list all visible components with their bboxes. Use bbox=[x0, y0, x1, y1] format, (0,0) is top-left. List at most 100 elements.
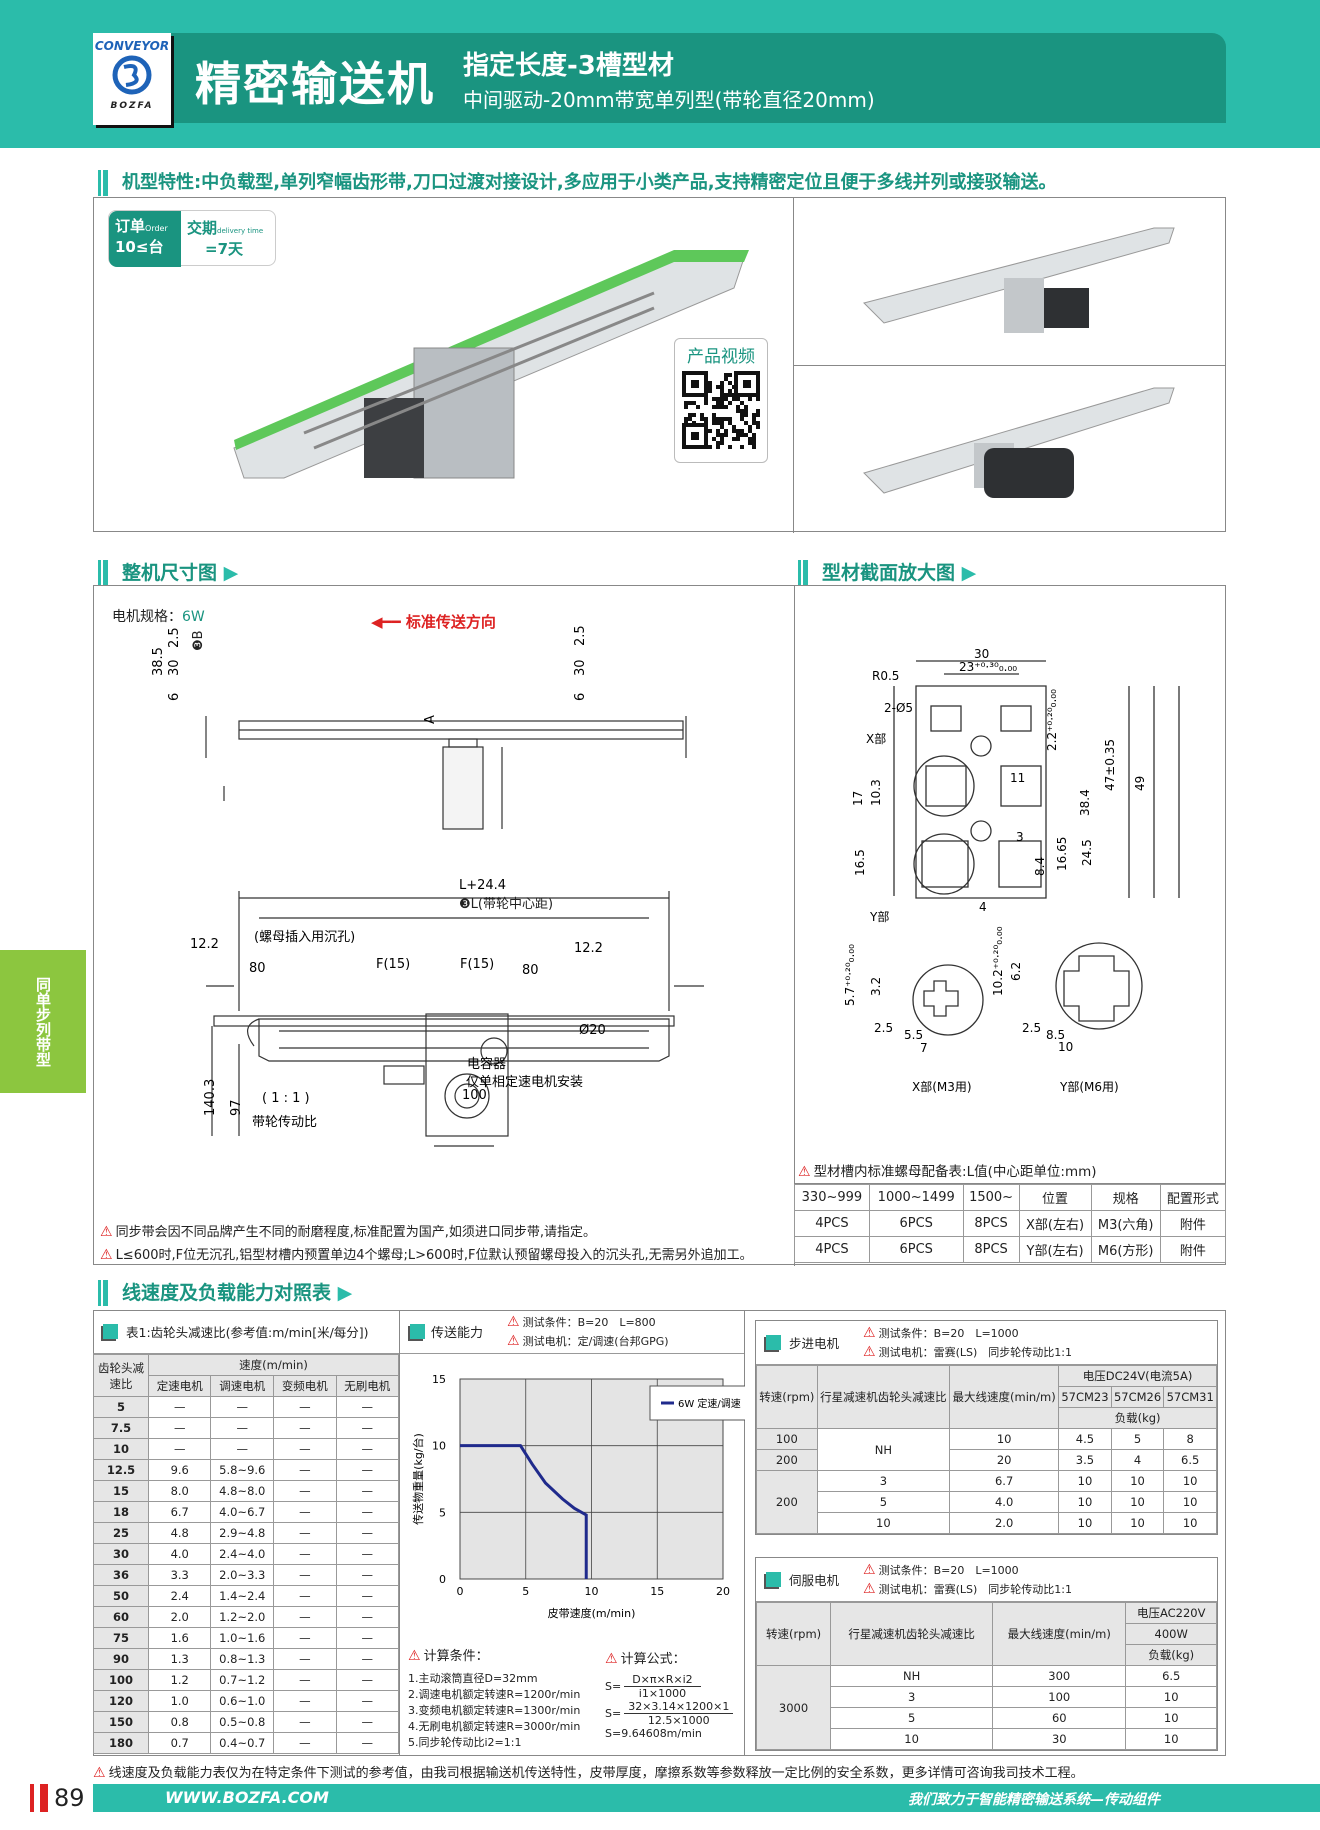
table-cell: 5.8~9.6 bbox=[210, 1459, 275, 1481]
capacity-cond2: 测试电机：定/调速(台邦GPG) bbox=[522, 1334, 669, 1348]
table-cell: 6.5 bbox=[1163, 1449, 1217, 1471]
table-cell: 1.3 bbox=[147, 1648, 212, 1670]
table-cell: 36 bbox=[93, 1564, 149, 1586]
table-cell: 转速(rpm) bbox=[755, 1602, 832, 1666]
s-eq: S= bbox=[605, 1707, 622, 1720]
dimension-label: ❸B bbox=[191, 630, 206, 651]
table-cell: 5 bbox=[830, 1707, 994, 1729]
table-cell: 0.5~0.8 bbox=[210, 1711, 275, 1733]
warning-icon: ⚠ bbox=[863, 1580, 876, 1597]
column-header: 配置形式 bbox=[1159, 1184, 1227, 1211]
column-header: 1000~1499 bbox=[868, 1184, 964, 1211]
profile-label: 23⁺⁰·³⁰₀.₀₀ bbox=[959, 660, 1017, 674]
column-header: 变频电机 bbox=[273, 1375, 337, 1397]
dimension-heading: 整机尺寸图 ▶ bbox=[97, 560, 238, 586]
table-cell: — bbox=[335, 1564, 400, 1586]
table1-title: 表1:齿轮头减速比(参考值:m/min[米/每分]) bbox=[126, 1325, 369, 1340]
dimension-label: 38.5 bbox=[151, 647, 166, 676]
servo-title: 伺服电机 bbox=[789, 1573, 840, 1588]
side-tab: 同单步列带型 bbox=[0, 950, 86, 1093]
table-cell: 10 bbox=[1110, 1512, 1165, 1534]
profile-label: 3.2 bbox=[869, 977, 883, 996]
formula-result: S=9.64608m/min bbox=[605, 1727, 702, 1740]
table-cell: 3.5 bbox=[1058, 1449, 1112, 1471]
table-cell: 3.3 bbox=[147, 1564, 212, 1586]
table-cell: 180 bbox=[93, 1732, 149, 1754]
table-cell: 10 bbox=[830, 1728, 994, 1750]
calc-line: 4.无刷电机额定转速R=3000r/min bbox=[408, 1720, 581, 1733]
table-cell: — bbox=[273, 1732, 337, 1754]
table-cell: 10 bbox=[1058, 1491, 1112, 1513]
table-cell: — bbox=[335, 1396, 400, 1418]
profile-label: 6.2 bbox=[1009, 962, 1023, 981]
column-header: 齿轮头减速比 bbox=[93, 1354, 149, 1397]
warning-icon: ⚠ bbox=[93, 1765, 106, 1781]
dimension-title: 整机尺寸图 bbox=[122, 562, 218, 584]
table-cell: 200 bbox=[756, 1470, 818, 1534]
dimension-label: F(15) bbox=[460, 957, 494, 972]
x-tick-label: 0 bbox=[457, 1585, 464, 1598]
dimension-label: 140.3 bbox=[203, 1079, 218, 1116]
table-cell: 最大线速度(min/m) bbox=[992, 1602, 1127, 1666]
profile-label: 5.7⁺⁰·²⁰₀.₀₀ bbox=[843, 944, 857, 1006]
table-cell: — bbox=[273, 1669, 337, 1691]
calc-line: 5.同步轮传动比i2=1:1 bbox=[408, 1736, 522, 1749]
qr-code-icon[interactable] bbox=[682, 371, 760, 449]
dimension-label: F(15) bbox=[376, 957, 410, 972]
dimension-label: 97 bbox=[229, 1099, 244, 1116]
table-cell: — bbox=[273, 1690, 337, 1712]
table-cell: 1.0 bbox=[147, 1690, 212, 1712]
servo-cond1: 测试条件：B=20 L=1000 bbox=[878, 1563, 1019, 1577]
table-cell: 10 bbox=[1163, 1470, 1217, 1492]
page-number: 89 bbox=[54, 1784, 85, 1812]
profile-label: 11 bbox=[1010, 771, 1025, 785]
profile-label: 2.2⁺⁰·²⁰₀.₀₀ bbox=[1045, 689, 1059, 751]
table-cell: — bbox=[335, 1417, 400, 1439]
table-cell: 0.6~1.0 bbox=[210, 1690, 275, 1712]
warning-icon: ⚠ bbox=[507, 1313, 520, 1330]
table-cell: 电压DC24V(电流5A) bbox=[1058, 1365, 1217, 1387]
dimension-label: L+24.4 bbox=[459, 878, 506, 893]
table-cell: 200 bbox=[756, 1449, 818, 1471]
table-cell: 3000 bbox=[755, 1665, 832, 1750]
y-axis-label: 传送物重量(kg/台) bbox=[411, 1433, 425, 1525]
table-cell: — bbox=[273, 1396, 337, 1418]
motor-spec: 电机规格：6W bbox=[112, 606, 205, 626]
servo-cond2: 测试电机：雷赛(LS) 同步轮传动比1:1 bbox=[878, 1582, 1072, 1596]
motor-spec-label: 电机规格： bbox=[112, 609, 182, 625]
table-cell: 12.5 bbox=[93, 1459, 149, 1481]
logo: CONVEYOR BOZFA bbox=[93, 33, 171, 125]
square-icon bbox=[410, 1324, 425, 1339]
logo-text: CONVEYOR bbox=[94, 39, 170, 53]
table-cell: 10 bbox=[1163, 1512, 1217, 1534]
table-cell: 100 bbox=[992, 1686, 1127, 1708]
table-cell: 57CM31 bbox=[1163, 1386, 1217, 1408]
footer-url[interactable]: WWW.BOZFA.COM bbox=[165, 1788, 329, 1807]
table-cell: 1.4~2.4 bbox=[210, 1585, 275, 1607]
speed-heading: 线速度及负载能力对照表 ▶ bbox=[97, 1280, 352, 1306]
profile-label: 8.4 bbox=[1033, 857, 1047, 876]
dimension-label: A bbox=[423, 715, 438, 724]
table-cell: 4.8~8.0 bbox=[210, 1480, 275, 1502]
table-cell: — bbox=[335, 1690, 400, 1712]
table-cell: 6PCS bbox=[868, 1236, 964, 1263]
table-cell: 10 bbox=[1163, 1491, 1217, 1513]
table-cell: — bbox=[273, 1711, 337, 1733]
stepper-title: 步进电机 bbox=[789, 1336, 840, 1351]
table-cell: — bbox=[273, 1459, 337, 1481]
table-cell: 10 bbox=[949, 1428, 1060, 1450]
table-cell: 4.5 bbox=[1058, 1428, 1112, 1450]
product-video-qr[interactable]: 产品视频 bbox=[674, 338, 768, 463]
table-cell: — bbox=[335, 1585, 400, 1607]
dimension-label: 100 bbox=[462, 1088, 487, 1103]
table-row: 10———— bbox=[93, 1438, 400, 1460]
table-cell: 60 bbox=[93, 1606, 149, 1628]
